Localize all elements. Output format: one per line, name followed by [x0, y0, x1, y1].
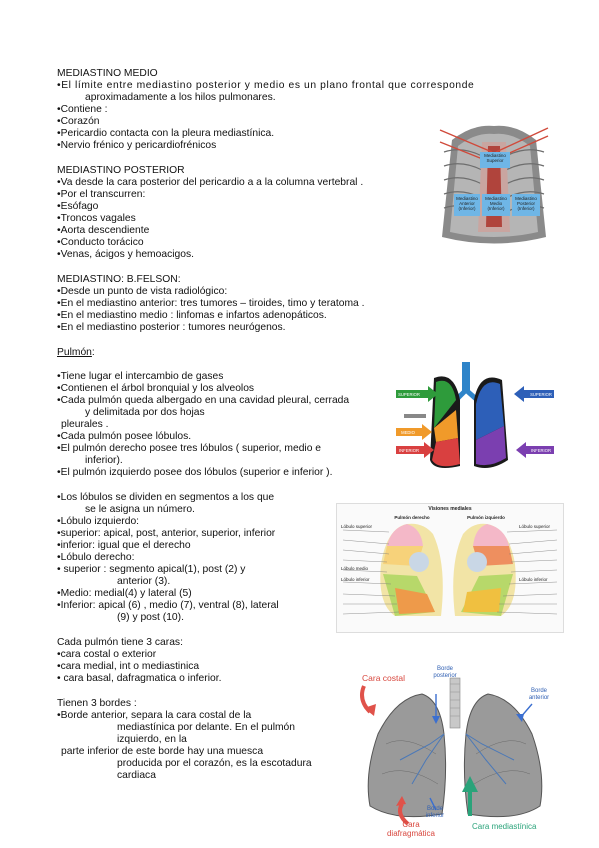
- label-borde-posterior: Borde posterior: [433, 666, 457, 679]
- arrow-inferior-left: [396, 442, 434, 458]
- text-line: anterior (3).: [117, 576, 171, 587]
- text-line: izquierdo, en la: [117, 734, 187, 745]
- text-line: mediastínica por delante. En el pulmón: [117, 722, 296, 733]
- text-line: •Los lóbulos se dividen en segmentos a l…: [57, 492, 275, 503]
- figure-segmentos: Visiones mediales Pulmón derecho Pulmón …: [336, 503, 564, 633]
- text-line: aproximadamente a los hilos pulmonares.: [85, 92, 276, 103]
- list-item: • cara basal, dafragmatica o inferior.: [57, 673, 222, 684]
- arrow-inferior-right: [516, 442, 554, 458]
- text-line: •Contienen el árbol bronquial y los alve…: [57, 383, 255, 394]
- arrow-medio: [396, 424, 432, 440]
- text-line: •Borde anterior, separa la cara costal d…: [57, 710, 252, 721]
- text-line: •Medio: medial(4) y lateral (5): [57, 588, 192, 599]
- label-inferior-left: INFERIOR: [398, 448, 419, 453]
- list-item: •En el mediastino medio : linfomas e inf…: [57, 310, 327, 321]
- list-item: •cara medial, int o mediastinica: [57, 661, 200, 672]
- list-item: •Desde un punto de vista radiológico:: [57, 286, 228, 297]
- text-line: parte inferior de este borde hay una mue…: [61, 746, 264, 757]
- label-superior-left: SUPERIOR: [398, 392, 420, 397]
- text-line: •Cada pulmón posee lóbulos.: [57, 431, 192, 442]
- label-mediastino-medio: Mediastino Medio (Inferior): [485, 196, 507, 211]
- text-line: •El pulmón izquierdo posee dos lóbulos (…: [57, 467, 333, 478]
- label-mediastino-superior: Mediastino Superior: [484, 153, 506, 163]
- list-item: •Venas, ácigos y hemoacigos.: [57, 249, 194, 260]
- label-borde-anterior: Borde anterior: [528, 688, 550, 701]
- text-line: •Tiene lugar el intercambio de gases: [57, 371, 224, 382]
- label-lobulo-medio: Lóbulo medio: [341, 566, 369, 571]
- text-line: •Lóbulo derecho:: [57, 552, 135, 563]
- heading-pulmon-word: Pulmón: [57, 347, 92, 358]
- label-pulmon-derecho: Pulmón derecho: [394, 515, 430, 520]
- list-item: •En el mediastino anterior: tres tumores…: [57, 298, 365, 309]
- list-item: •Troncos vagales: [57, 213, 136, 224]
- mediastino-illustration: [432, 122, 556, 252]
- arrow-superior-left: [396, 386, 438, 402]
- label-pulmon-izquierdo: Pulmón izquierdo: [467, 515, 505, 520]
- heading-caras: Cada pulmón tiene 3 caras:: [57, 637, 183, 648]
- text-line: •superior: apical, post, anterior, super…: [57, 528, 276, 539]
- text-line: y delimitada por dos hojas: [85, 407, 205, 418]
- list-item: •Va desde la cara posterior del pericard…: [57, 177, 364, 188]
- segmentos-illustration: [337, 504, 563, 632]
- lobulos-arrows: [396, 386, 554, 458]
- list-item: •cara costal o exterior: [57, 649, 157, 660]
- label-cara-diafragmatica: Cara diafragmática: [386, 820, 436, 838]
- text-line: •El límite entre mediastino posterior y …: [57, 80, 475, 91]
- label-cara-costal: Cara costal: [362, 673, 405, 683]
- label-superior-right: SUPERIOR: [530, 392, 552, 397]
- text-line: producida por el corazón, es la escotadu…: [117, 758, 312, 769]
- text-line: pleurales .: [61, 419, 109, 430]
- text-line: • superior : segmento apical(1), post (2…: [57, 564, 246, 575]
- text-line: •Contiene :: [57, 104, 108, 115]
- text-line: •Corazón: [57, 116, 100, 127]
- text-line: •Lóbulo izquierdo:: [57, 516, 140, 527]
- figure-mediastino: Mediastino Superior Mediastino Anterior …: [432, 122, 556, 252]
- heading-bordes: Tienen 3 bordes :: [57, 698, 137, 709]
- arrow-superior-right: [514, 386, 554, 402]
- heading-pulmon: Pulmón:: [57, 347, 95, 359]
- text-line: •Cada pulmón queda albergado en una cavi…: [57, 395, 350, 406]
- label-medio: MEDIO: [401, 430, 415, 435]
- heading-mediastino-medio: MEDIASTINO MEDIO: [57, 68, 158, 79]
- text-line: cardiaca: [117, 770, 156, 781]
- text-line: •Inferior: apical (6) , medio (7), ventr…: [57, 600, 279, 611]
- label-lobulo-inferior: Lóbulo inferior: [341, 577, 370, 582]
- label-mediastino-posterior: Mediastino Posterior (Inferior): [515, 196, 537, 211]
- text-line: •inferior: igual que el derecho: [57, 540, 191, 551]
- figure-caras-bordes: Cara costal Borde posterior Borde anteri…: [356, 664, 556, 840]
- list-item: •Esófago: [57, 201, 99, 212]
- arrow-cara-mediastinica: [462, 776, 478, 816]
- text-line: •El pulmón derecho posee tres lóbulos ( …: [57, 443, 322, 454]
- text-line: •Nervio frénico y pericardiofrénicos: [57, 140, 217, 151]
- list-item: •Conducto torácico: [57, 237, 144, 248]
- list-item: •Aorta descendiente: [57, 225, 150, 236]
- lobulos-illustration: [404, 362, 508, 468]
- text-line: •Pericardio contacta con la pleura media…: [57, 128, 275, 139]
- label-visiones-mediales: Visiones mediales: [428, 506, 472, 512]
- label-lobulo-inferior-r: Lóbulo inferior: [519, 577, 548, 582]
- label-cara-mediastinica: Cara mediastínica: [472, 822, 537, 831]
- label-lobulo-superior: Lóbulo superior: [341, 524, 373, 529]
- list-item: •En el mediastino posterior : tumores ne…: [57, 322, 286, 333]
- heading-felson: MEDIASTINO: B.FELSON:: [57, 274, 181, 285]
- list-item: •Por el transcurren:: [57, 189, 146, 200]
- text-line: (9) y post (10).: [117, 612, 184, 623]
- label-mediastino-anterior: Mediastino Anterior (Inferior): [456, 196, 478, 211]
- text-line: se le asigna un número.: [85, 504, 195, 515]
- label-lobulo-superior-r: Lóbulo superior: [519, 524, 551, 529]
- heading-mediastino-posterior: MEDIASTINO POSTERIOR: [57, 165, 185, 176]
- text-line: inferior).: [85, 455, 123, 466]
- caras-bordes-illustration: [360, 677, 543, 826]
- heading-colon: :: [91, 347, 95, 358]
- figure-lobulos: SUPERIOR MEDIO INFERIOR SUPERIOR INFERIO…: [394, 360, 556, 472]
- label-inferior-right: INFERIOR: [530, 448, 551, 453]
- label-borde-inferior: Borde inferior: [425, 806, 445, 819]
